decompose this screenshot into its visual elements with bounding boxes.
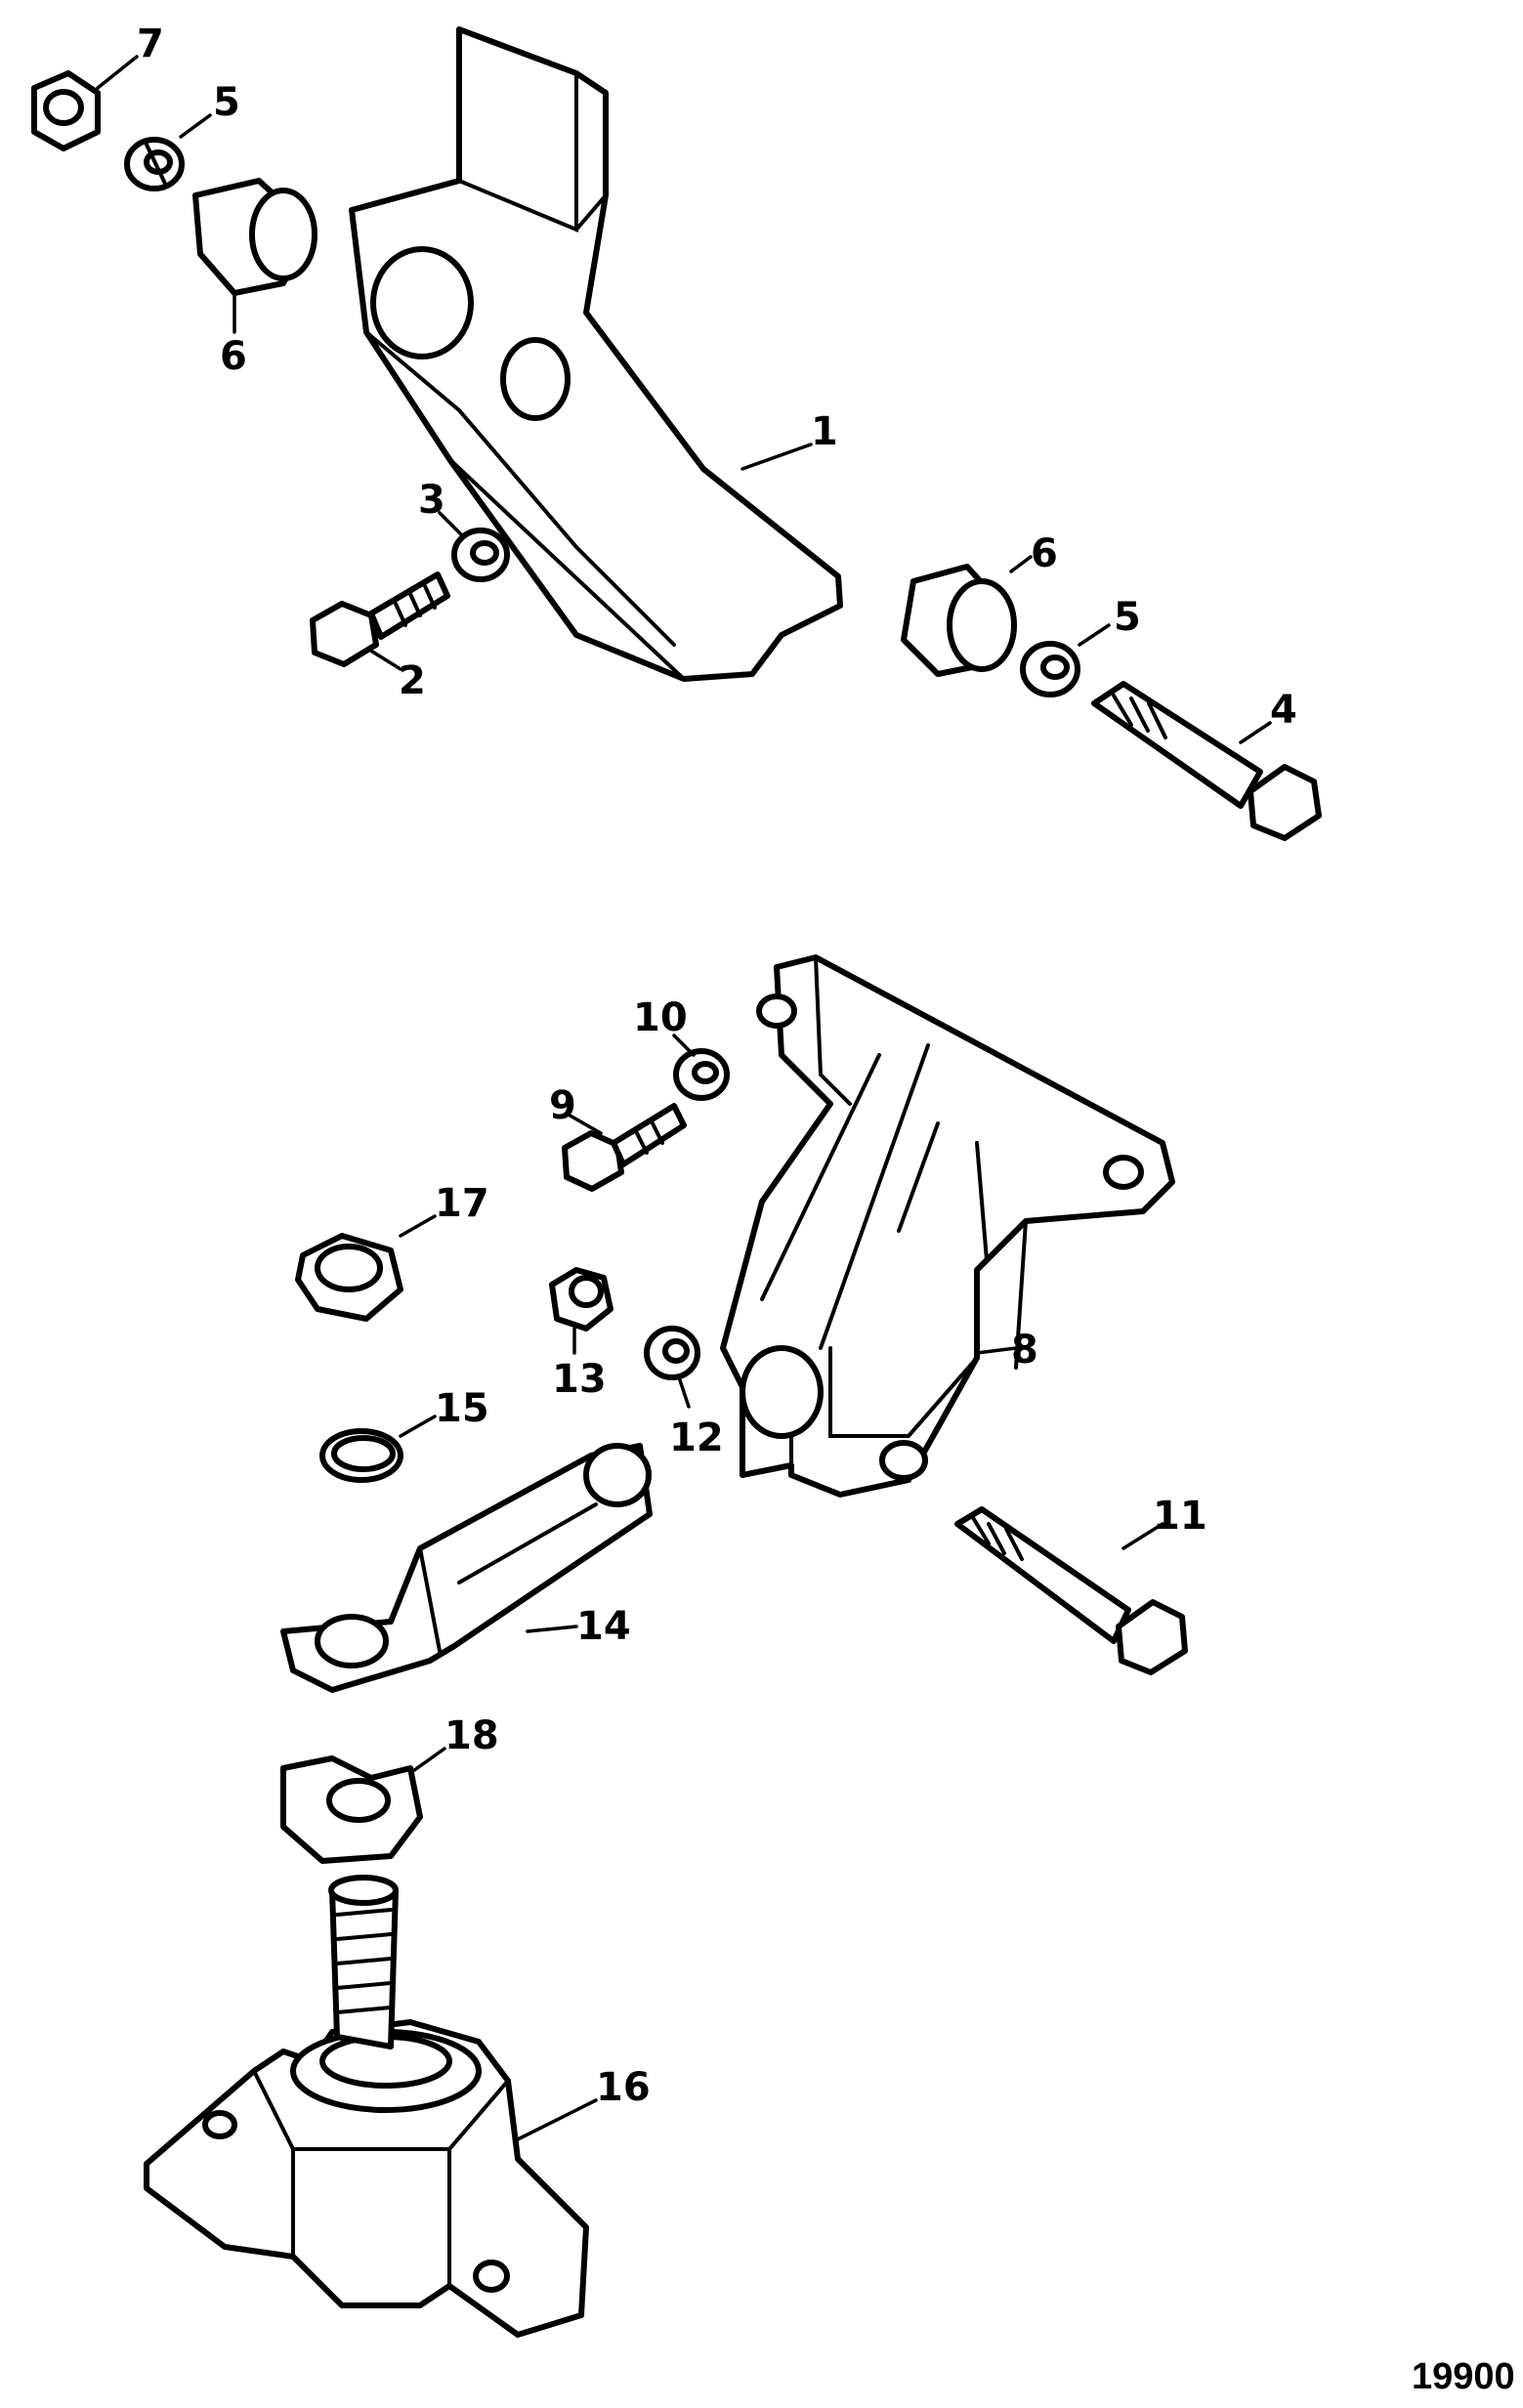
leader-lines [96, 55, 1272, 2141]
callout-6-lower: 6 [1031, 531, 1058, 576]
part-1-bracket [349, 26, 843, 682]
part-10-lock-washer [673, 1048, 730, 1101]
callout-3: 3 [418, 478, 445, 523]
callout-1: 1 [811, 409, 838, 454]
leader-7 [96, 55, 139, 90]
callout-8: 8 [1011, 1328, 1038, 1373]
callout-16: 16 [596, 2065, 651, 2110]
part-15-snap-ring [319, 1428, 403, 1483]
part-13-nut [549, 1267, 613, 1331]
figure-number: 19900 [1412, 2356, 1515, 2397]
leader-18 [408, 1747, 446, 1775]
leader-9 [565, 1112, 603, 1135]
part-2-bolt [310, 571, 450, 667]
callout-2: 2 [399, 658, 426, 703]
part-16-engine-mount [144, 1875, 589, 2338]
part-12-lock-washer [644, 1326, 700, 1380]
callout-7: 7 [137, 21, 164, 66]
callout-12: 12 [669, 1415, 724, 1460]
callout-17: 17 [435, 1181, 489, 1226]
leader-4 [1239, 721, 1272, 744]
part-18-tab-washer [280, 1755, 423, 1864]
leader-8 [975, 1346, 1018, 1355]
callout-13: 13 [552, 1357, 607, 1402]
callout-5-lower: 5 [1114, 595, 1141, 640]
leader-5b [1078, 623, 1111, 647]
leader-5a [179, 113, 212, 139]
part-4-long-bolt [1091, 681, 1322, 841]
leader-12 [677, 1375, 691, 1409]
part-14-trunnion [280, 1443, 653, 1693]
part-5-lock-washer-upper [124, 137, 185, 191]
part-3-lock-washer [451, 528, 510, 582]
leader-14 [526, 1625, 578, 1633]
part-7-nut [31, 70, 101, 151]
callout-4: 4 [1270, 688, 1297, 733]
callout-14: 14 [576, 1604, 631, 1649]
part-17-nut [295, 1233, 403, 1322]
callout-labels: 1 2 3 4 5 5 6 6 7 8 9 10 11 12 13 14 15 … [137, 21, 1297, 2110]
leader-17 [399, 1214, 437, 1238]
leader-1 [740, 443, 813, 471]
part-9-bolt [562, 1103, 687, 1192]
leader-16 [516, 2098, 598, 2141]
callout-18: 18 [444, 1713, 499, 1758]
part-5-lock-washer-lower [1020, 641, 1080, 697]
leader-3 [438, 511, 466, 539]
callout-5-upper: 5 [213, 80, 240, 125]
part-8-mount-bracket [720, 954, 1175, 1498]
leader-2 [367, 648, 402, 671]
callout-11: 11 [1153, 1494, 1207, 1539]
part-6-spacer-upper [192, 178, 317, 296]
callout-9: 9 [549, 1083, 576, 1128]
part-11-long-bolt [954, 1506, 1188, 1675]
leader-6b [1009, 555, 1033, 573]
leader-15 [399, 1415, 437, 1438]
leader-10 [672, 1034, 696, 1057]
part-6-spacer-lower [901, 564, 1017, 677]
callout-15: 15 [435, 1386, 489, 1431]
callout-6-upper: 6 [220, 334, 247, 379]
callout-10: 10 [633, 995, 688, 1040]
leader-11 [1121, 1522, 1164, 1550]
